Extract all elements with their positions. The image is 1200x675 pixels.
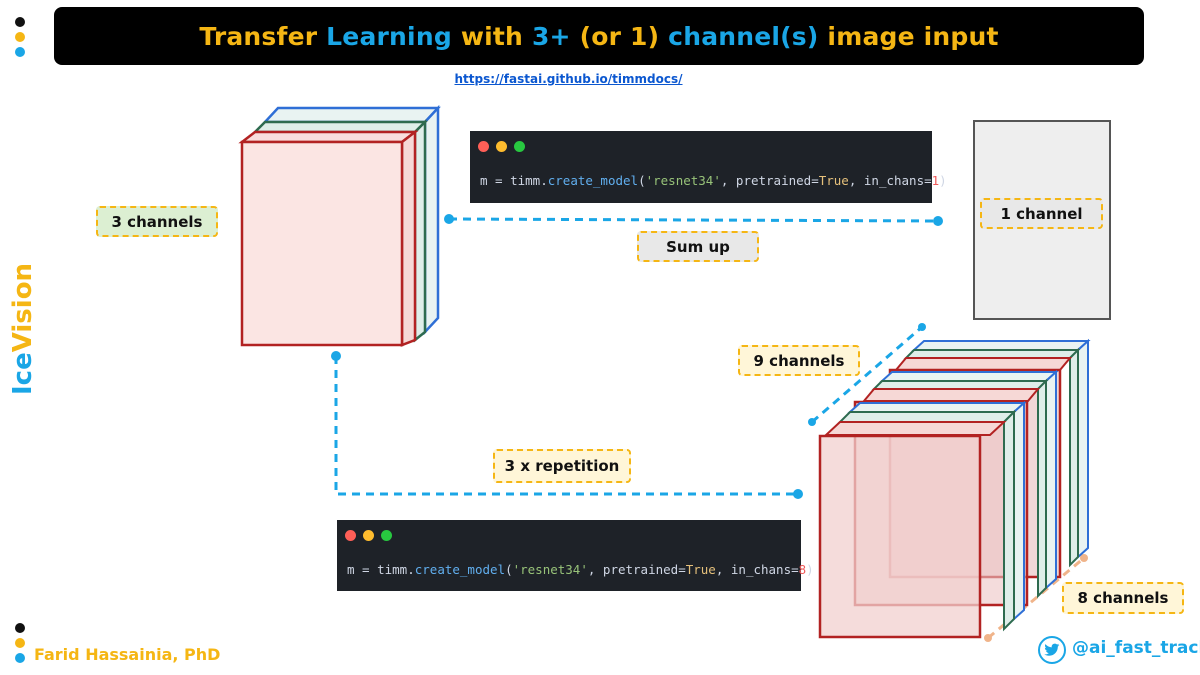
code-block-top: m = timm.create_model('resnet34', pretra… xyxy=(470,131,947,203)
label-repetition: 3 x repetition xyxy=(493,449,631,483)
code-line-bottom: m = timm.create_model('resnet34', pretra… xyxy=(347,562,814,577)
page-title: Transfer Learning with 3+ (or 1) channel… xyxy=(54,7,1144,65)
author-name: Farid Hassainia, PhD xyxy=(34,645,221,664)
brand-part2: Vision xyxy=(8,262,38,353)
twitter-icon[interactable] xyxy=(1038,636,1066,664)
label-one-channel: 1 channel xyxy=(980,198,1103,229)
title-seg-6: image input xyxy=(818,21,999,51)
twitter-handle[interactable]: @ai_fast_track xyxy=(1072,638,1200,658)
docs-link[interactable]: https://fastai.github.io/timmdocs/ xyxy=(454,72,683,86)
repetition-connector xyxy=(334,356,798,496)
label-nine-channels: 9 channels xyxy=(738,345,860,376)
label-eight-channels: 8 channels xyxy=(1062,582,1184,614)
title-seg-5: channel(s) xyxy=(668,21,819,51)
nine-channel-stack xyxy=(818,338,1091,639)
code-block-bottom: m = timm.create_model('resnet34', pretra… xyxy=(337,520,814,591)
window-dots-icon xyxy=(478,141,525,152)
title-seg-0: Transfer xyxy=(199,21,327,51)
title-seg-3: 3+ xyxy=(531,21,571,51)
decor-dots-top xyxy=(15,17,25,57)
title-seg-1: Learning xyxy=(326,21,452,51)
title-seg-2: with xyxy=(451,21,532,51)
title-seg-4: (or 1) xyxy=(570,21,669,51)
brand-part1: Ice xyxy=(8,352,38,395)
nine-channel-dimension xyxy=(811,325,923,424)
label-three-channels: 3 channels xyxy=(96,206,218,237)
code-line-top: m = timm.create_model('resnet34', pretra… xyxy=(480,173,947,188)
three-channel-stack xyxy=(238,104,441,347)
decor-dots-bottom xyxy=(15,623,25,663)
window-dots-icon xyxy=(345,530,392,541)
sum-up-connector xyxy=(448,217,939,223)
label-sum-up: Sum up xyxy=(637,231,759,262)
brand-logo-text: IceVision xyxy=(8,263,38,395)
